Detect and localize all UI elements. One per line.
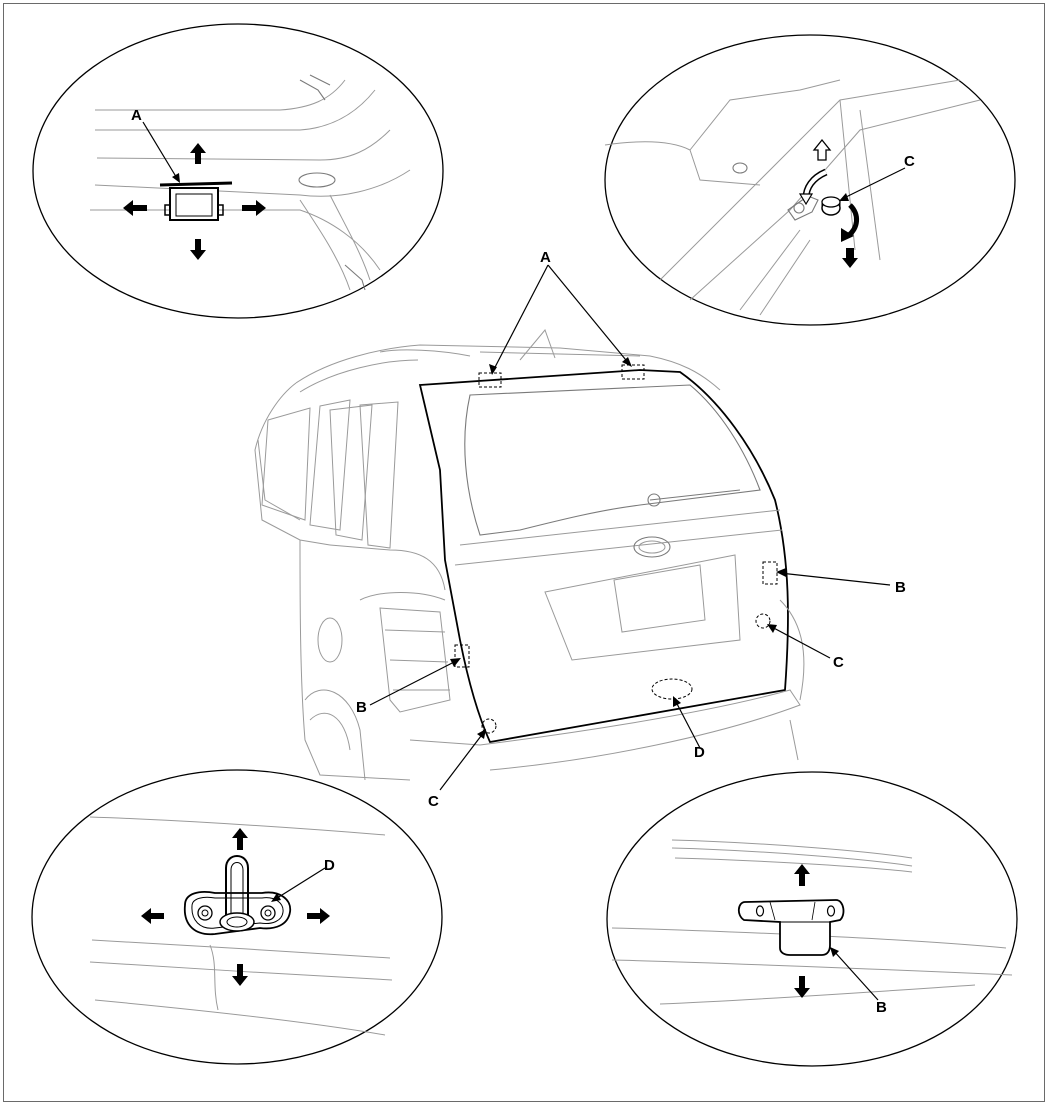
location-b-left <box>454 644 470 668</box>
callout-c-right: C <box>833 654 844 671</box>
location-c-left <box>481 718 497 734</box>
callout-c-left: C <box>428 793 439 810</box>
location-a-left <box>478 372 502 388</box>
detail-c-view: C <box>604 34 1016 326</box>
callout-d-detail: D <box>324 857 335 874</box>
location-d <box>651 678 693 700</box>
callout-b-left: B <box>356 699 367 716</box>
detail-b-view: B <box>606 771 1018 1067</box>
callout-a-main: A <box>540 249 551 266</box>
location-a-right <box>621 364 645 380</box>
figure-frame <box>3 3 1045 1102</box>
detail-a-view: A <box>32 23 444 319</box>
main-leaders <box>369 264 891 791</box>
callout-d-main: D <box>694 744 705 761</box>
location-c-right <box>755 613 771 629</box>
callout-a-detail: A <box>131 107 142 124</box>
callout-b-right: B <box>895 579 906 596</box>
vehicle-rear-view <box>254 329 805 781</box>
callout-b-detail: B <box>876 999 887 1016</box>
callout-c-detail: C <box>904 153 915 170</box>
location-b-right <box>762 561 778 585</box>
detail-d-view: D <box>31 769 443 1065</box>
